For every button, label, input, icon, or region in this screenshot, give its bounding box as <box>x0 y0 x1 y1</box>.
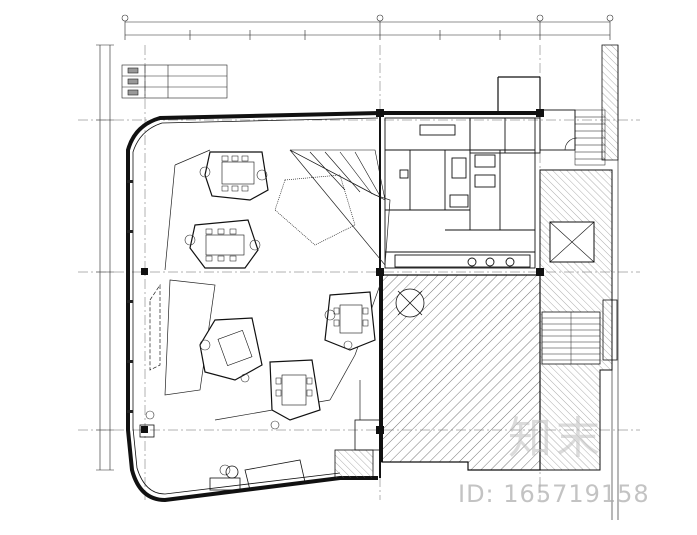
interior-partitions <box>149 149 391 421</box>
right-building-zone <box>539 169 618 471</box>
grid-bubbles <box>121 14 614 22</box>
left-wall-window-marks <box>127 180 133 413</box>
outer-wall <box>126 76 541 503</box>
central-stair <box>289 149 386 201</box>
top-dimension-lines <box>124 18 611 40</box>
far-right-boundary <box>601 44 619 520</box>
watermark-logo: 知末 <box>508 413 604 464</box>
service-rooms <box>384 117 536 269</box>
structural-columns <box>141 109 544 434</box>
right-top-stair <box>574 109 606 166</box>
pod-tables <box>205 161 363 406</box>
pod-chairs <box>205 155 369 397</box>
bottom-lounge <box>139 419 381 491</box>
watermark-id: ID: 165719158 <box>458 480 650 508</box>
fan-symbol <box>395 288 425 318</box>
plant-symbols <box>145 166 353 476</box>
legend-table <box>121 64 228 99</box>
left-dimension-lines <box>96 44 114 471</box>
top-right-rooms <box>469 109 578 154</box>
